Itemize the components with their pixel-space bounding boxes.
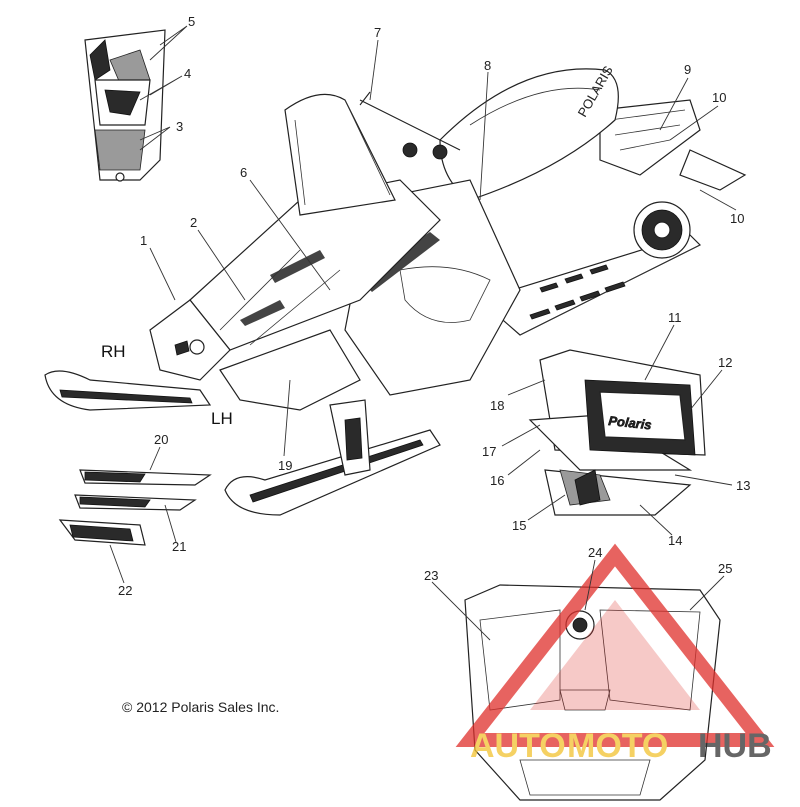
side-decal-set: Polaris	[528, 349, 706, 516]
callout-1: 1	[140, 233, 147, 248]
snowmobile-illustration: POLARIS	[44, 63, 747, 516]
watermark-auto: AUTO	[470, 727, 566, 765]
callout-10b: 10	[730, 211, 744, 226]
callout-10a: 10	[712, 90, 726, 105]
callout-15: 15	[512, 518, 526, 533]
callout-6: 6	[240, 165, 247, 180]
lh-ski	[224, 429, 441, 516]
rear-idler-wheel	[633, 201, 691, 259]
watermark-moto: MOTO	[567, 727, 668, 765]
rh-ski	[44, 370, 212, 411]
callout-17: 17	[482, 444, 496, 459]
callout-18: 18	[490, 398, 504, 413]
polaris-decal-text: Polaris	[608, 413, 653, 432]
hood-decal-set	[84, 29, 166, 182]
automotohub-watermark: AUTO MOTO HUB	[455, 543, 775, 765]
callout-21: 21	[172, 539, 186, 554]
callout-20: 20	[154, 432, 168, 447]
callout-24: 24	[588, 545, 602, 560]
callout-2: 2	[190, 215, 197, 230]
copyright-text: © 2012 Polaris Sales Inc.	[122, 699, 279, 715]
side-stripe-decals	[58, 469, 212, 546]
callout-4: 4	[184, 66, 191, 81]
callout-23: 23	[424, 568, 438, 583]
watermark-triangle-icon	[455, 543, 775, 747]
callout-9: 9	[684, 62, 691, 77]
callout-14: 14	[668, 533, 682, 548]
rh-label: RH	[101, 342, 126, 361]
callout-5: 5	[188, 14, 195, 29]
callout-12: 12	[718, 355, 732, 370]
callout-8: 8	[484, 58, 491, 73]
track-lugs	[529, 264, 626, 320]
callout-25: 25	[718, 561, 732, 576]
callout-19: 19	[278, 458, 292, 473]
callout-11: 11	[668, 310, 682, 325]
lh-label: LH	[211, 409, 233, 428]
callout-13: 13	[736, 478, 750, 493]
leader-lines	[109, 25, 737, 641]
watermark-hub: HUB	[698, 727, 772, 765]
callout-16: 16	[490, 473, 504, 488]
callout-22: 22	[118, 583, 132, 598]
callout-7: 7	[374, 25, 381, 40]
callout-numbers: 1 2 3 4 5 6 7 8 9 10 10 11 12 13 14 15 1…	[118, 14, 750, 598]
callout-3: 3	[176, 119, 183, 134]
